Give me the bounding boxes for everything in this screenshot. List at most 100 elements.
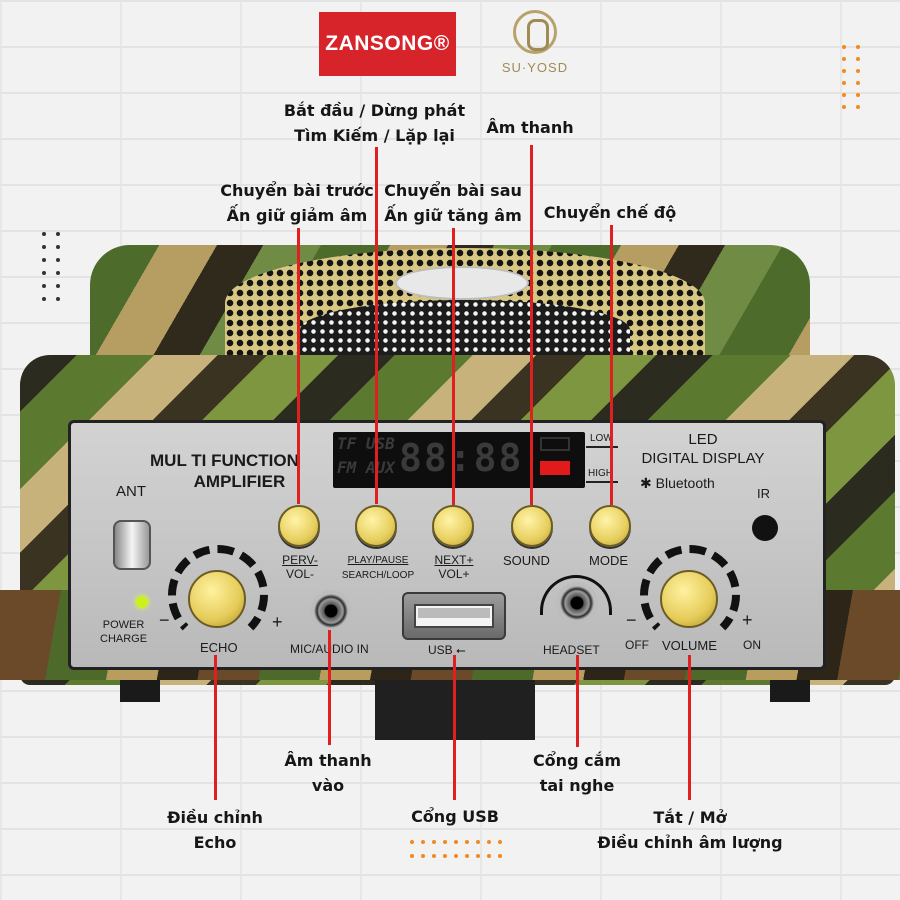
zansong-logo: ZANSONG® xyxy=(319,12,456,76)
volume-callout-line1: Tắt / Mở xyxy=(653,808,727,827)
echo-plus-label: + xyxy=(272,612,283,632)
low-divider xyxy=(586,446,618,448)
play-pause-button-label: PLAY/PAUSE SEARCH/LOOP xyxy=(333,553,423,583)
led-digital-display-label: LED DIGITAL DISPLAY xyxy=(628,430,778,468)
dark-dots-left xyxy=(42,232,60,301)
next-callout-line2: Ấn giữ tăng âm xyxy=(384,206,522,225)
usb-symbol-icon: ⭠ xyxy=(456,643,466,657)
volume-off-label: OFF xyxy=(625,638,649,652)
orange-dots-bottom xyxy=(410,840,502,858)
amplifier-title: MUL TI FUNCTION AMPLIFIER xyxy=(150,450,299,492)
next-button[interactable] xyxy=(432,505,474,547)
headset-callout: Cổng cắm tai nghe xyxy=(518,748,636,798)
echo-callout-line2: Echo xyxy=(193,833,237,852)
suyosd-logo-text: SU·YOSD xyxy=(501,60,569,75)
volume-callout-line xyxy=(688,655,691,800)
speaker-badge xyxy=(395,266,529,300)
echo-callout-line1: Điều chỉnh xyxy=(167,808,263,827)
mode-callout-line xyxy=(610,225,613,505)
high-label: HIGH xyxy=(588,468,613,479)
ir-receiver xyxy=(752,515,778,541)
play-callout-line2: Tìm Kiếm / Lặp lại xyxy=(294,126,455,145)
next-label-line2: VOL+ xyxy=(438,567,470,581)
ir-label: IR xyxy=(757,486,770,501)
audio-in-callout-line xyxy=(328,630,331,745)
sound-callout: Âm thanh xyxy=(486,118,574,137)
power-label: POWER xyxy=(102,619,145,631)
ant-label: ANT xyxy=(116,483,146,500)
next-callout-line1: Chuyển bài sau xyxy=(384,181,522,200)
sound-callout-line xyxy=(530,145,533,505)
sound-button[interactable] xyxy=(511,505,553,547)
left-foot xyxy=(120,680,160,702)
speaker-grille-inner xyxy=(300,300,630,360)
headset-jack[interactable] xyxy=(556,582,598,624)
play-callout-line1: Bắt đầu / Dừng phát xyxy=(283,101,466,120)
high-divider xyxy=(586,481,618,483)
digital-display-label: DIGITAL DISPLAY xyxy=(641,450,765,467)
echo-callout: Điều chỉnh Echo xyxy=(160,805,270,855)
audio-in-callout: Âm thanh vào xyxy=(268,748,388,798)
mode-button[interactable] xyxy=(589,505,631,547)
battery-low-icon xyxy=(540,437,570,451)
echo-label: ECHO xyxy=(200,640,238,655)
power-led-indicator xyxy=(136,596,148,608)
play-pause-button[interactable] xyxy=(355,505,397,547)
led-label: LED xyxy=(688,431,718,448)
headset-label: HEADSET xyxy=(543,643,600,657)
charge-label: CHARGE xyxy=(100,633,148,645)
volume-callout: Tắt / Mở Điều chỉnh âm lượng xyxy=(585,805,795,855)
play-label-line1: PLAY/PAUSE xyxy=(347,555,409,566)
headset-callout-line1: Cổng cắm xyxy=(532,751,622,770)
headset-callout-line2: tai nghe xyxy=(539,776,615,795)
echo-knob[interactable] xyxy=(188,570,246,628)
low-label: LOW xyxy=(590,433,613,444)
suyosd-mark-icon xyxy=(513,10,557,54)
volume-callout-line2: Điều chỉnh âm lượng xyxy=(597,833,783,852)
battery-high-icon xyxy=(540,461,570,475)
prev-label-line1: PERV- xyxy=(282,553,318,567)
sound-button-label: SOUND xyxy=(503,553,550,568)
audio-in-callout-line1: Âm thanh xyxy=(284,751,372,770)
usb-port[interactable] xyxy=(402,592,506,640)
volume-knob[interactable] xyxy=(660,570,718,628)
next-button-label: NEXT+ VOL+ xyxy=(428,553,480,581)
usb-label-text: USB xyxy=(428,643,453,657)
right-foot xyxy=(770,680,810,702)
prev-callout-line xyxy=(297,228,300,504)
antenna-connector[interactable] xyxy=(113,520,151,570)
amplifier-title-line2: AMPLIFIER xyxy=(193,472,286,491)
usb-callout: Cổng USB xyxy=(411,807,499,826)
usb-callout-line xyxy=(453,655,456,800)
play-callout-line xyxy=(375,147,378,504)
next-callout-line xyxy=(452,228,455,505)
mode-button-label: MODE xyxy=(589,553,628,568)
volume-dial-scale xyxy=(640,545,740,645)
headset-callout-line xyxy=(576,655,579,747)
lcd-fm-aux: FM AUX xyxy=(337,458,395,477)
usb-label: USB ⭠ xyxy=(428,643,466,658)
orange-dots-top-right xyxy=(842,45,860,109)
play-callout: Bắt đầu / Dừng phát Tìm Kiếm / Lặp lại xyxy=(272,98,477,148)
play-label-line2: SEARCH/LOOP xyxy=(341,570,415,581)
echo-callout-line xyxy=(214,655,217,800)
bluetooth-label: ✱ Bluetooth xyxy=(640,475,715,492)
power-charge-label: POWER CHARGE xyxy=(100,618,147,646)
audio-in-callout-line2: vào xyxy=(311,776,345,795)
volume-plus-label: + xyxy=(742,610,753,630)
lcd-digits: 88:88 xyxy=(399,436,524,480)
bluetooth-icon: ✱ xyxy=(640,475,652,491)
bluetooth-text: Bluetooth xyxy=(655,475,715,491)
volume-label: VOLUME xyxy=(662,638,717,653)
usb-tongue xyxy=(418,608,490,618)
mic-audio-in-jack[interactable] xyxy=(310,590,352,632)
prev-button[interactable] xyxy=(278,505,320,547)
next-label-line1: NEXT+ xyxy=(434,553,474,567)
prev-button-label: PERV- VOL- xyxy=(275,553,325,581)
next-callout: Chuyển bài sau Ấn giữ tăng âm xyxy=(378,178,528,228)
echo-minus-label: − xyxy=(159,610,170,630)
mode-callout: Chuyển chế độ xyxy=(543,203,677,222)
prev-callout-line1: Chuyển bài trước xyxy=(220,181,374,200)
zansong-logo-text: ZANSONG® xyxy=(325,32,450,55)
amplifier-title-line1: MUL TI FUNCTION xyxy=(150,451,299,470)
